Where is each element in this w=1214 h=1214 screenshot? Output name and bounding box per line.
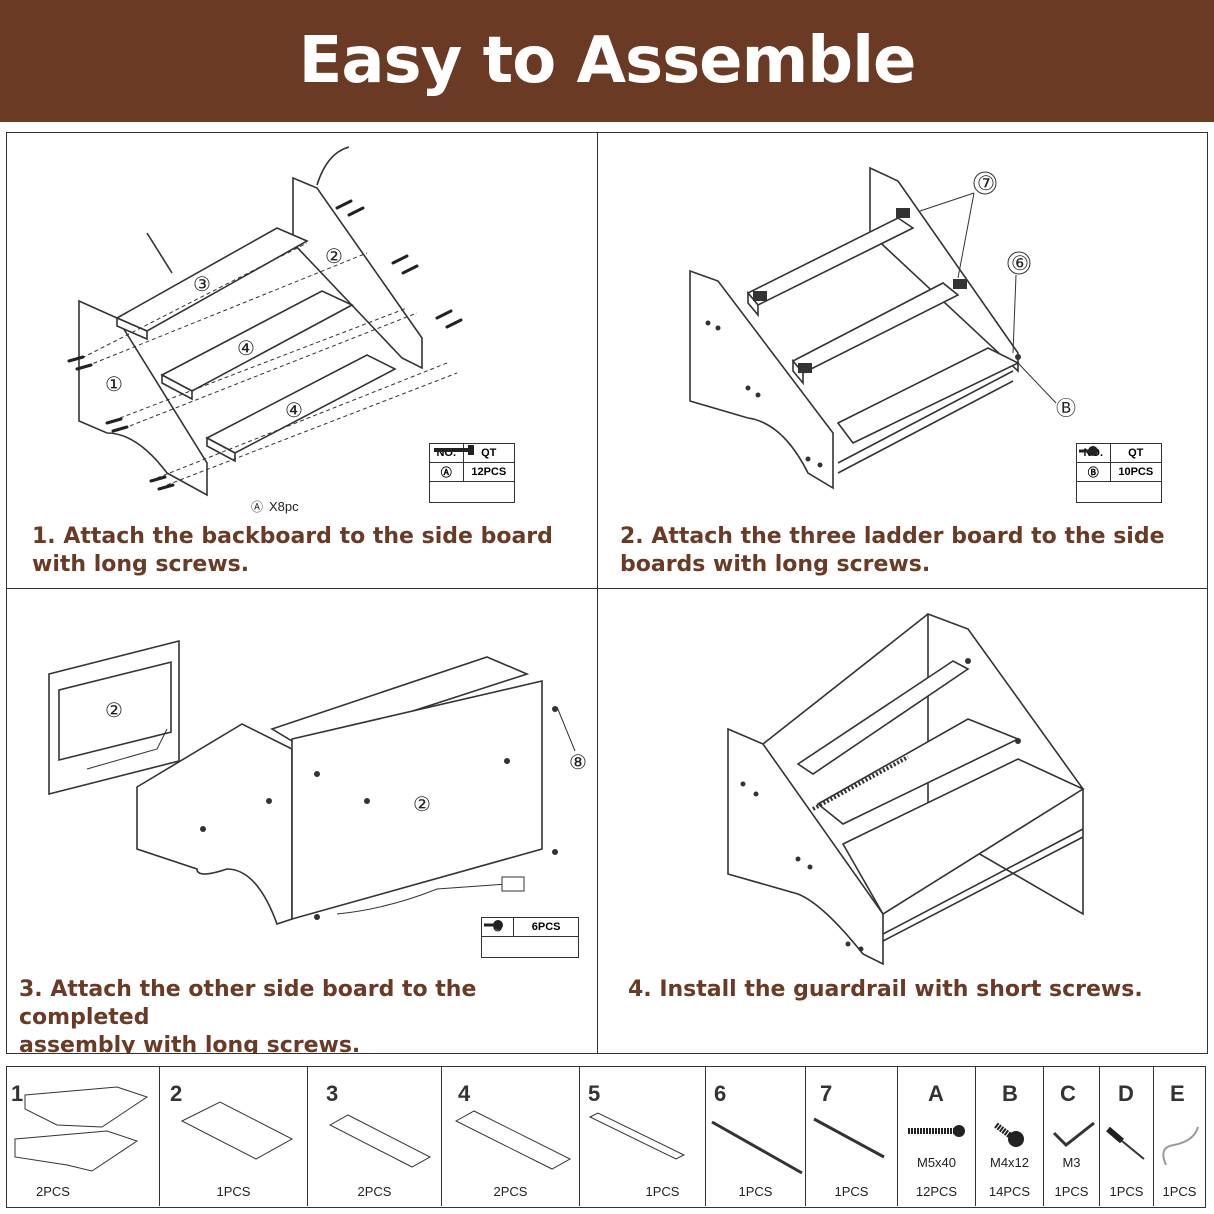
- side-board-icon: [14, 1086, 149, 1172]
- part-e: E 1PCS: [1153, 1067, 1205, 1206]
- part-qty: 1PCS: [1109, 1184, 1144, 1199]
- callout-3: ③: [193, 272, 211, 296]
- caption-line-1: 1. Attach the backboard to the side boar…: [32, 524, 553, 549]
- caption-line-2: assembly with long screws.: [19, 1033, 361, 1054]
- callout-8: ⑧: [569, 750, 587, 774]
- part-number: 5: [588, 1081, 601, 1106]
- short-screw-icon: [994, 1122, 1024, 1147]
- step-2-caption: 2. Attach the three ladder board to the …: [620, 523, 1165, 579]
- step-4-diagram: [727, 612, 1085, 966]
- callout-7: ⑦: [977, 171, 995, 195]
- short-screw-icon: [1078, 445, 1098, 456]
- callout-4a: ④: [237, 336, 255, 360]
- part-7: 7 1PCS: [805, 1067, 897, 1206]
- callout-2: ②: [325, 244, 343, 268]
- part-qty: 1PCS: [216, 1184, 251, 1199]
- long-screw-icon: [908, 1125, 965, 1137]
- part-5: 5 1PCS: [579, 1067, 705, 1206]
- step-2-diagram: ⑦ ⑥ Ⓑ: [689, 166, 1076, 490]
- part-number: B: [1002, 1081, 1018, 1106]
- part-number: E: [1170, 1081, 1185, 1106]
- part-qty: 1PCS: [1162, 1184, 1197, 1199]
- allen-key-icon: [1052, 1121, 1095, 1148]
- part-qty: 1PCS: [834, 1184, 869, 1199]
- screwdriver-icon: [1106, 1126, 1145, 1160]
- table-no: Ⓐ: [429, 462, 464, 482]
- table-qt: 12PCS: [462, 462, 516, 482]
- table-qt: 10PCS: [1109, 462, 1163, 482]
- callout-2-small: ②: [105, 698, 123, 722]
- part-qty: 1PCS: [738, 1184, 773, 1199]
- part-number: D: [1118, 1081, 1134, 1106]
- part-number: A: [928, 1081, 944, 1106]
- part-c: C M3 1PCS: [1043, 1067, 1099, 1206]
- part-a: A M5x40 12PCS: [897, 1067, 975, 1206]
- table-qt-header: QT: [1109, 443, 1163, 463]
- callout-2-large: ②: [413, 792, 431, 816]
- step-1-diagram: ① ② ③ ④ ④ Ⓐ X8pc: [67, 146, 463, 514]
- part-number: 1: [11, 1081, 24, 1106]
- part-qty: 1PCS: [645, 1184, 680, 1199]
- short-screw-icon: [483, 919, 503, 930]
- part-qty: 2PCS: [36, 1184, 70, 1199]
- step-3-diagram: ② ② ⑧: [48, 639, 587, 926]
- part-qty: 12PCS: [915, 1184, 958, 1199]
- part-number: 2: [170, 1081, 183, 1106]
- table-no: Ⓑ: [1076, 462, 1111, 482]
- part-qty: 2PCS: [493, 1184, 528, 1199]
- part-number: C: [1060, 1081, 1076, 1106]
- step-4-panel: 4. Install the guardrail with short scre…: [597, 588, 1208, 1054]
- ladder-board-long-icon: [454, 1110, 572, 1170]
- caption-line-1: 3. Attach the other side board to the co…: [19, 977, 477, 1030]
- part-3: 3 2PCS: [307, 1067, 441, 1206]
- step-1-caption: 1. Attach the backboard to the side boar…: [32, 523, 553, 579]
- callout-4b: ④: [285, 398, 303, 422]
- page-title: Easy to Assemble: [298, 24, 917, 98]
- part-number: 3: [326, 1081, 339, 1106]
- title-banner: Easy to Assemble: [0, 0, 1214, 122]
- part-d: D 1PCS: [1099, 1067, 1153, 1206]
- part-2: 2 1PCS: [159, 1067, 307, 1206]
- callout-1: ①: [105, 372, 123, 396]
- part-number: 6: [714, 1081, 727, 1106]
- part-qty: 2PCS: [357, 1184, 392, 1199]
- callout-6: ⑥: [1011, 251, 1029, 275]
- screw-note-mark: Ⓐ: [251, 500, 263, 514]
- part-spec: M4x12: [989, 1155, 1030, 1170]
- ladder-board-icon: [328, 1114, 432, 1168]
- bracket-board-icon: [588, 1112, 686, 1160]
- short-guardrail-icon: [813, 1117, 885, 1159]
- caption-line-1: 2. Attach the three ladder board to the …: [620, 524, 1165, 549]
- part-4: 4 2PCS: [441, 1067, 579, 1206]
- part-number: 4: [458, 1081, 471, 1106]
- caption-line-1: 4. Install the guardrail with short scre…: [628, 977, 1143, 1002]
- part-b: B M4x12 14PCS: [975, 1067, 1043, 1206]
- part-qty: 1PCS: [1054, 1184, 1089, 1199]
- part-6: 6 1PCS: [705, 1067, 805, 1206]
- cable-icon: [1162, 1126, 1199, 1166]
- caption-line-2: with long screws.: [32, 552, 250, 577]
- step-3-caption: 3. Attach the other side board to the co…: [19, 976, 597, 1054]
- guardrail-icon: [711, 1120, 803, 1175]
- parts-list: 1 2PCS 2 1PCS 3 2PCS 4 2PCS 5 1PCS 6 1PC…: [6, 1066, 1206, 1208]
- screw-note: X8pc: [269, 499, 299, 514]
- back-board-icon: [180, 1101, 294, 1160]
- part-spec: M3: [1062, 1155, 1081, 1170]
- part-spec: M5x40: [916, 1155, 957, 1170]
- long-screw-icon: [433, 444, 474, 455]
- step-4-caption: 4. Install the guardrail with short scre…: [628, 976, 1143, 1004]
- callout-b: Ⓑ: [1056, 396, 1076, 420]
- part-1: 1 2PCS: [7, 1067, 159, 1206]
- caption-line-2: boards with long screws.: [620, 552, 931, 577]
- table-qt: 6PCS: [513, 917, 579, 937]
- part-qty: 14PCS: [988, 1184, 1031, 1199]
- part-number: 7: [820, 1081, 833, 1106]
